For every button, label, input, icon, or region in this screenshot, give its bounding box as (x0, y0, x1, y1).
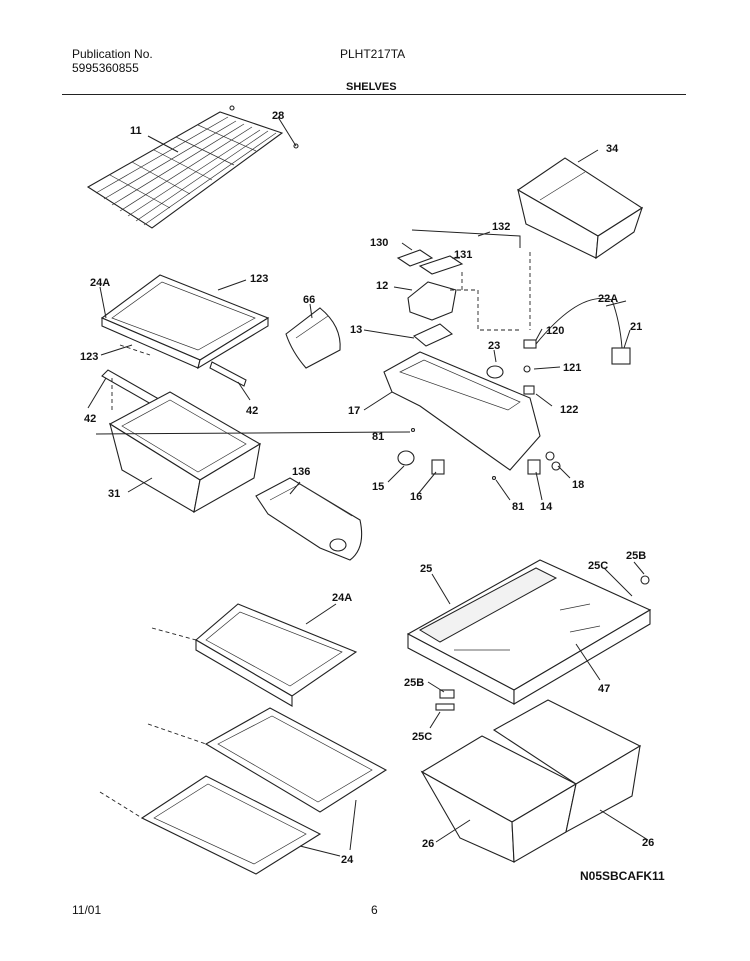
callout-label: 123 (250, 273, 268, 285)
callout-label: 131 (454, 249, 472, 261)
callout-label: 24A (90, 277, 110, 289)
callout-label: 132 (492, 221, 510, 233)
model-number: PLHT217TA (340, 47, 406, 61)
callout-labels: 11 28 34 130 132 131 24A 123 66 12 22A 1… (80, 110, 654, 866)
callout-label: 23 (488, 340, 500, 352)
shelf-trim-part (285, 307, 341, 369)
diagram-code: N05SBCAFK11 (580, 869, 665, 883)
small-bin-part (516, 157, 644, 260)
callout-label: 25 (420, 563, 432, 575)
callout-label: 26 (422, 838, 434, 850)
publication-number: 5995360855 (72, 61, 139, 75)
control-housing-part (383, 249, 631, 481)
callout-label: 122 (560, 404, 578, 416)
callout-label: 42 (246, 405, 258, 417)
callout-label: 12 (376, 280, 388, 292)
callout-label: 24 (341, 854, 354, 866)
callout-label: 31 (108, 488, 120, 500)
callout-label: 14 (540, 501, 553, 513)
callout-label: 66 (303, 294, 315, 306)
callout-label: 25B (404, 677, 424, 689)
callout-label: 28 (272, 110, 284, 122)
callout-label: 42 (84, 413, 96, 425)
callout-label: 13 (350, 324, 362, 336)
glass-shelf-upper-part (100, 274, 270, 370)
callout-label: 25C (588, 560, 608, 572)
callout-label: 18 (572, 479, 584, 491)
callout-label: 16 (410, 491, 422, 503)
callout-label: 81 (512, 501, 524, 513)
crisper-drawer-part (108, 391, 262, 514)
callout-label: 24A (332, 592, 352, 604)
callout-label: 47 (598, 683, 610, 695)
callout-label: 21 (630, 321, 642, 333)
cantilever-shelves-part (140, 707, 388, 875)
callout-label: 25C (412, 731, 432, 743)
wire-shelf-part (86, 105, 299, 229)
callout-label: 25B (626, 550, 646, 562)
callout-label: 121 (563, 362, 581, 374)
callout-label: 81 (372, 431, 384, 443)
leader-lines (87, 116, 649, 857)
cover-part (255, 477, 363, 561)
callout-label: 130 (370, 237, 388, 249)
deli-shelf-part (406, 559, 652, 711)
footer-date: 11/01 (72, 903, 102, 917)
page-number: 6 (371, 903, 378, 917)
callout-label: 34 (606, 143, 619, 155)
callout-label: 26 (642, 837, 654, 849)
glass-shelf-lower-part (195, 603, 358, 707)
callout-label: 22A (598, 293, 618, 305)
callout-label: 120 (546, 325, 564, 337)
callout-label: 17 (348, 405, 360, 417)
callout-label: 15 (372, 481, 384, 493)
callout-label: 11 (130, 125, 142, 137)
header-rule (62, 94, 686, 95)
callout-label: 136 (292, 466, 310, 478)
section-title: SHELVES (346, 81, 397, 93)
callout-label: 123 (80, 351, 98, 363)
publication-label: Publication No. (72, 47, 153, 61)
crisper-bins-part (420, 699, 642, 863)
